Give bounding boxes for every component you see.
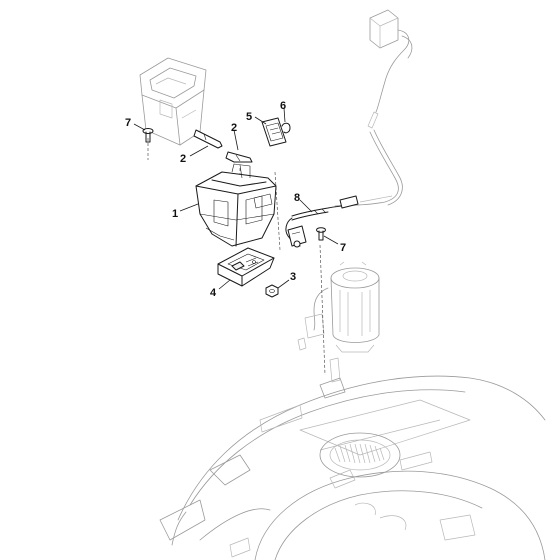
assembly-centre-lines bbox=[147, 138, 326, 376]
callout-2-left: 2 bbox=[180, 153, 186, 165]
cable-harness-outline bbox=[334, 129, 403, 207]
callout-3: 3 bbox=[290, 271, 296, 283]
leader-lines bbox=[133, 107, 339, 290]
callout-7-right: 7 bbox=[340, 242, 346, 254]
callout-2-right: 2 bbox=[231, 122, 237, 134]
spring-clip bbox=[281, 122, 291, 134]
impeller-blades bbox=[334, 443, 385, 464]
latch-plate bbox=[261, 117, 287, 147]
callout-5: 5 bbox=[246, 111, 252, 123]
control-pcb-module bbox=[217, 247, 275, 287]
clip-part-upper bbox=[193, 129, 223, 149]
clip-part-lower bbox=[225, 151, 253, 163]
nut bbox=[265, 284, 279, 298]
charger-plug-outline bbox=[367, 9, 413, 129]
mower-deck-outline bbox=[159, 357, 546, 560]
screw-upper-left bbox=[142, 128, 154, 143]
callout-4: 4 bbox=[210, 287, 217, 299]
callout-6: 6 bbox=[280, 100, 286, 112]
callout-1: 1 bbox=[172, 208, 178, 220]
screw-right bbox=[316, 227, 326, 241]
callout-labels: 7 2 2 5 6 1 8 7 3 4 bbox=[125, 100, 346, 299]
callout-7-upper: 7 bbox=[125, 117, 131, 129]
motor-outline bbox=[297, 261, 380, 353]
wiring-harness bbox=[285, 195, 359, 248]
callout-8: 8 bbox=[294, 192, 300, 204]
battery-housing-tray bbox=[195, 163, 277, 247]
